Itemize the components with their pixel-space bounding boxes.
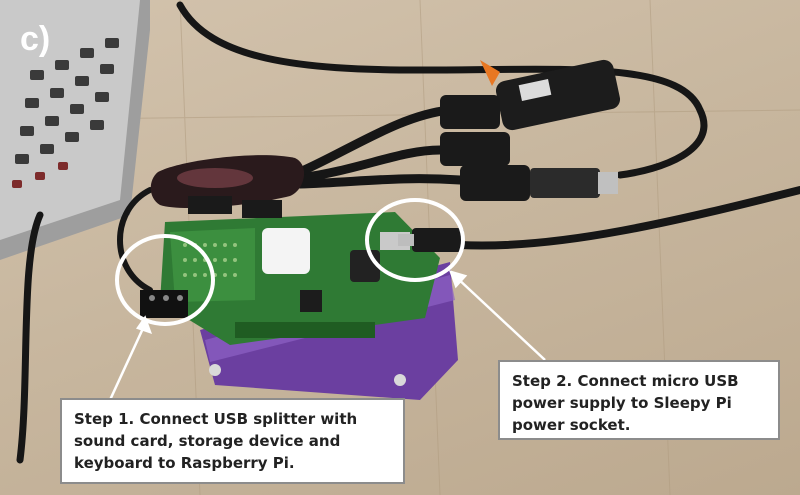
highlight-circle-power <box>365 198 465 282</box>
usb-storage-icon <box>480 59 621 131</box>
micro-usb-cable-icon <box>398 228 464 252</box>
callout-arrows <box>108 270 546 401</box>
arrow-step-2 <box>454 275 546 361</box>
callout-step-2-line-1: Step 2. Connect micro USB <box>512 372 739 390</box>
callout-step-1-line-1: Step 1. Connect USB splitter with <box>74 410 358 428</box>
sound-card-icon <box>140 290 188 318</box>
callout-step-1: Step 1. Connect USB splitter with sound … <box>60 398 405 484</box>
callout-step-2-line-2: power supply to Sleepy Pi <box>512 394 732 412</box>
keyboard-icon <box>0 0 150 260</box>
highlight-circle-splitter <box>115 234 215 326</box>
panel-label: c) <box>20 20 51 58</box>
usb-splitter-icon <box>150 155 305 209</box>
callout-step-1-line-2: sound card, storage device and <box>74 432 341 450</box>
callout-step-1-line-3: keyboard to Raspberry Pi. <box>74 454 295 472</box>
callout-step-2-line-3: power socket. <box>512 416 631 434</box>
arrow-step-1 <box>108 323 147 401</box>
usb-connector-icon <box>440 95 618 201</box>
highlight-circles <box>115 198 465 326</box>
sleepy-pi-board-icon <box>160 196 440 345</box>
callout-step-2: Step 2. Connect micro USB power supply t… <box>498 360 780 440</box>
